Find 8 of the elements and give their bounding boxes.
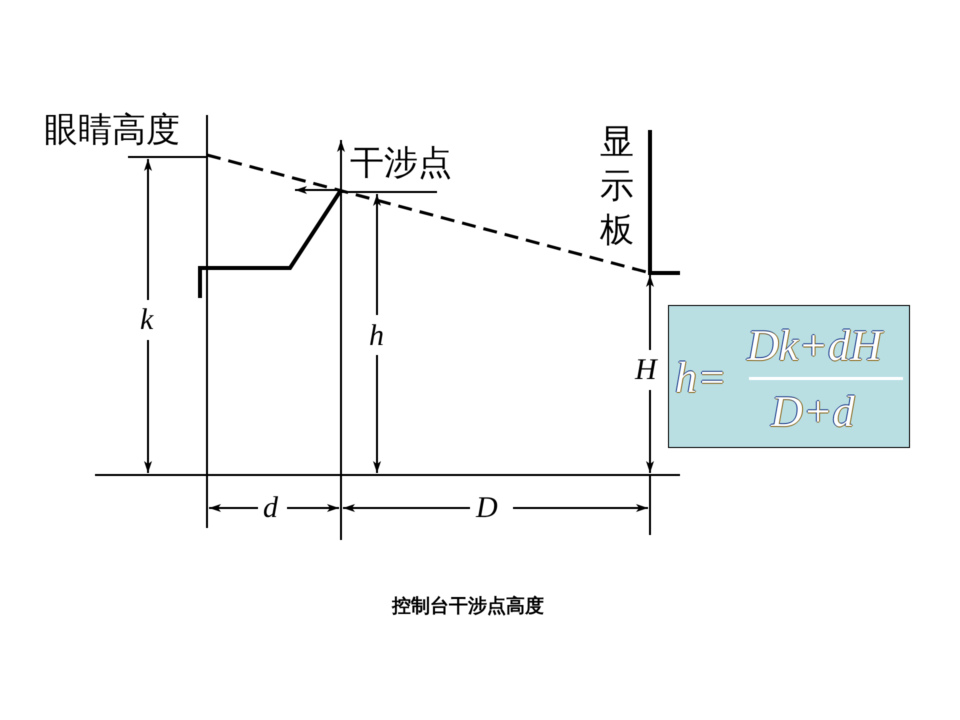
interference-point-label: 干涉点 [350, 146, 452, 180]
caption: 控制台干涉点高度 [390, 594, 545, 619]
formula-lhs: h= [675, 356, 727, 400]
formula-box [668, 305, 910, 448]
display-board-label: 显示板 [600, 121, 635, 252]
eye-height-label: 眼睛高度 [44, 113, 180, 147]
formula-denominator: D+d [771, 390, 854, 434]
formula-numerator: Dk+dH [747, 324, 882, 368]
